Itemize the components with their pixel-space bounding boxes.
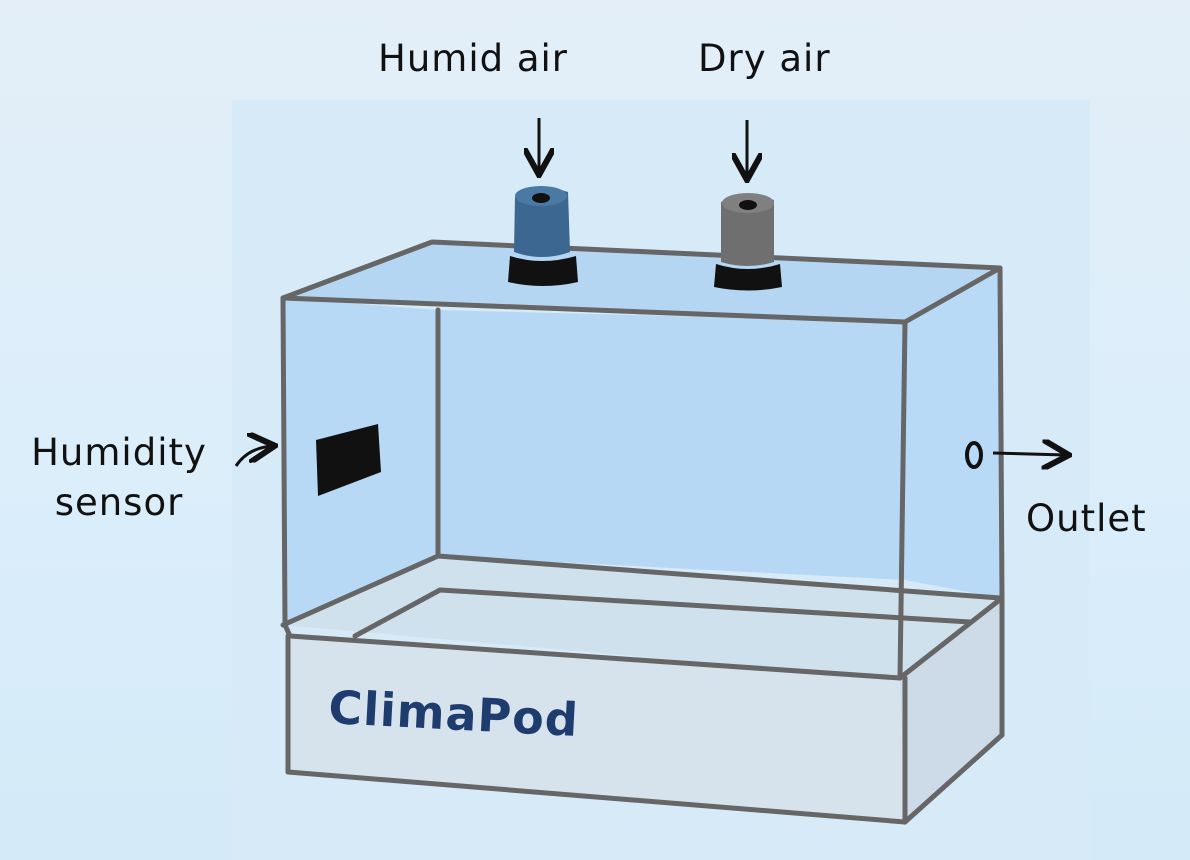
dry-air-label: Dry air — [698, 37, 831, 80]
base-side — [900, 598, 1002, 822]
humid-air-inlet-icon — [508, 186, 578, 286]
dry-air-inlet-icon — [714, 193, 782, 291]
sensor-pointer-arrow — [234, 446, 272, 467]
base-front — [288, 635, 905, 822]
outlet-hole-icon — [965, 441, 983, 469]
humidity-sensor-icon — [316, 424, 381, 496]
chamber-back-wall — [438, 310, 905, 580]
humidity-sensor-label: Humidity sensor — [31, 431, 207, 524]
chamber-right-wall — [905, 268, 1000, 598]
chamber-frame — [280, 239, 1005, 825]
outlet-arrow — [992, 453, 1066, 455]
outlet-label: Outlet — [1026, 497, 1147, 540]
humid-air-label: Humid air — [378, 37, 569, 80]
